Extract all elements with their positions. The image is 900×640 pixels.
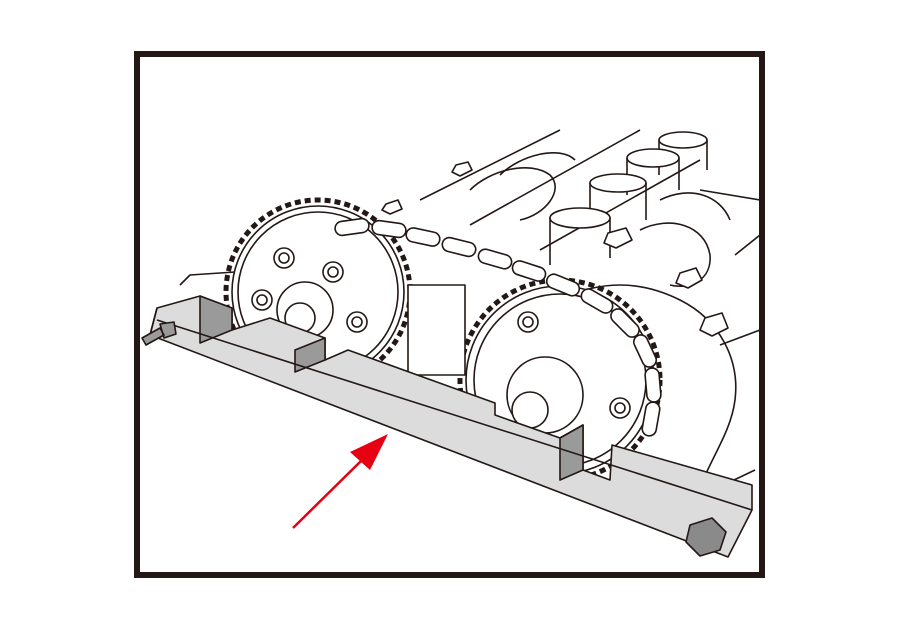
head-bolts bbox=[381, 161, 729, 337]
illustration-frame bbox=[134, 51, 765, 578]
cylinder-head-outline bbox=[179, 129, 759, 521]
timing-chain bbox=[334, 217, 662, 437]
head-contour bbox=[559, 284, 737, 521]
pin-bolt bbox=[141, 321, 177, 346]
hex-bolt bbox=[685, 517, 727, 557]
red-arrow-indicator bbox=[292, 434, 388, 529]
center-post bbox=[407, 284, 466, 376]
valve-lifters bbox=[549, 131, 708, 265]
camshaft-locking-tool bbox=[141, 295, 753, 558]
